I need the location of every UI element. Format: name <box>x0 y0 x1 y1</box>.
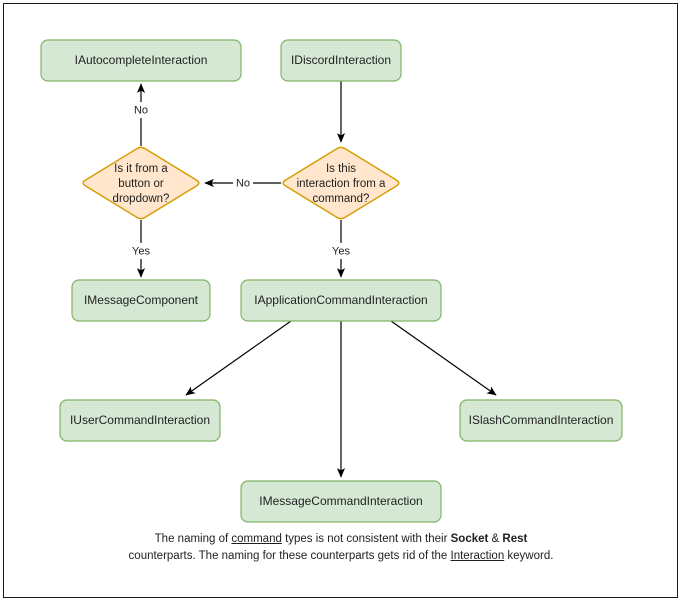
node-label: IMessageComponent <box>84 293 199 307</box>
node-label: IDiscordInteraction <box>291 53 391 67</box>
node-label-line: dropdown? <box>113 193 170 205</box>
caption-segment-8: keyword. <box>504 550 554 562</box>
node-label-line: interaction from a <box>297 178 386 190</box>
edge-label-backdrop <box>127 243 155 259</box>
node-user_command[interactable]: IUserCommandInteraction <box>59 399 221 442</box>
caption-segment-1: command <box>231 533 282 545</box>
nodes-layer: IAutocompleteInteraction IDiscordInteract… <box>40 39 623 523</box>
node-shape <box>240 279 442 322</box>
node-from_command[interactable]: Is this interaction from a command? <box>282 146 400 220</box>
node-autocomplete[interactable]: IAutocompleteInteraction <box>40 39 242 82</box>
node-message_command[interactable]: IMessageCommandInteraction <box>240 480 442 523</box>
edge-label-backdrop <box>131 102 151 118</box>
caption-segment-5: Rest <box>502 533 528 545</box>
node-label-line: button or <box>118 178 164 190</box>
edge-label: Yes <box>332 245 350 257</box>
node-label-line: Is it from a <box>114 163 168 175</box>
node-label: IApplicationCommandInteraction <box>254 293 427 307</box>
caption-segment-6: counterparts. The naming for these count… <box>128 550 451 562</box>
diagram-caption: The naming of command types is not consi… <box>120 531 562 565</box>
edge-line <box>390 320 497 396</box>
node-label: IMessageCommandInteraction <box>259 494 422 508</box>
edge-label-backdrop <box>327 243 355 259</box>
edge-label-backdrop <box>233 175 253 191</box>
edge-line <box>185 320 292 396</box>
caption-segment-3: Socket <box>450 533 489 545</box>
node-shape <box>71 279 211 322</box>
node-shape <box>459 399 623 442</box>
node-discord[interactable]: IDiscordInteraction <box>280 39 402 82</box>
node-label: ISlashCommandInteraction <box>469 413 614 427</box>
node-label: IUserCommandInteraction <box>70 413 210 427</box>
caption-segment-0: The naming of <box>154 533 232 545</box>
node-shape <box>280 39 402 82</box>
caption-segment-7: Interaction <box>450 550 505 562</box>
edge-label: No <box>134 104 148 116</box>
node-application_command[interactable]: IApplicationCommandInteraction <box>240 279 442 322</box>
edge-label: No <box>236 177 250 189</box>
caption-segment-4: & <box>488 533 503 545</box>
node-label-line: command? <box>313 193 370 205</box>
node-button_or_dropdown[interactable]: Is it from a button or dropdown? <box>82 146 200 220</box>
edge-appcommand-to-usercommand <box>185 320 292 396</box>
node-label-line: Is this <box>326 163 356 175</box>
edge-appcommand-to-slashcommand <box>390 320 497 396</box>
edge-label: Yes <box>132 245 150 257</box>
caption-segment-2: types is not consistent with their <box>281 533 451 545</box>
node-shape <box>82 146 200 220</box>
node-slash_command[interactable]: ISlashCommandInteraction <box>459 399 623 442</box>
node-shape <box>40 39 242 82</box>
node-label: IAutocompleteInteraction <box>75 53 208 67</box>
node-shape <box>240 480 442 523</box>
node-message_component[interactable]: IMessageComponent <box>71 279 211 322</box>
node-shape <box>282 146 400 220</box>
node-shape <box>59 399 221 442</box>
edges-layer <box>136 81 497 478</box>
